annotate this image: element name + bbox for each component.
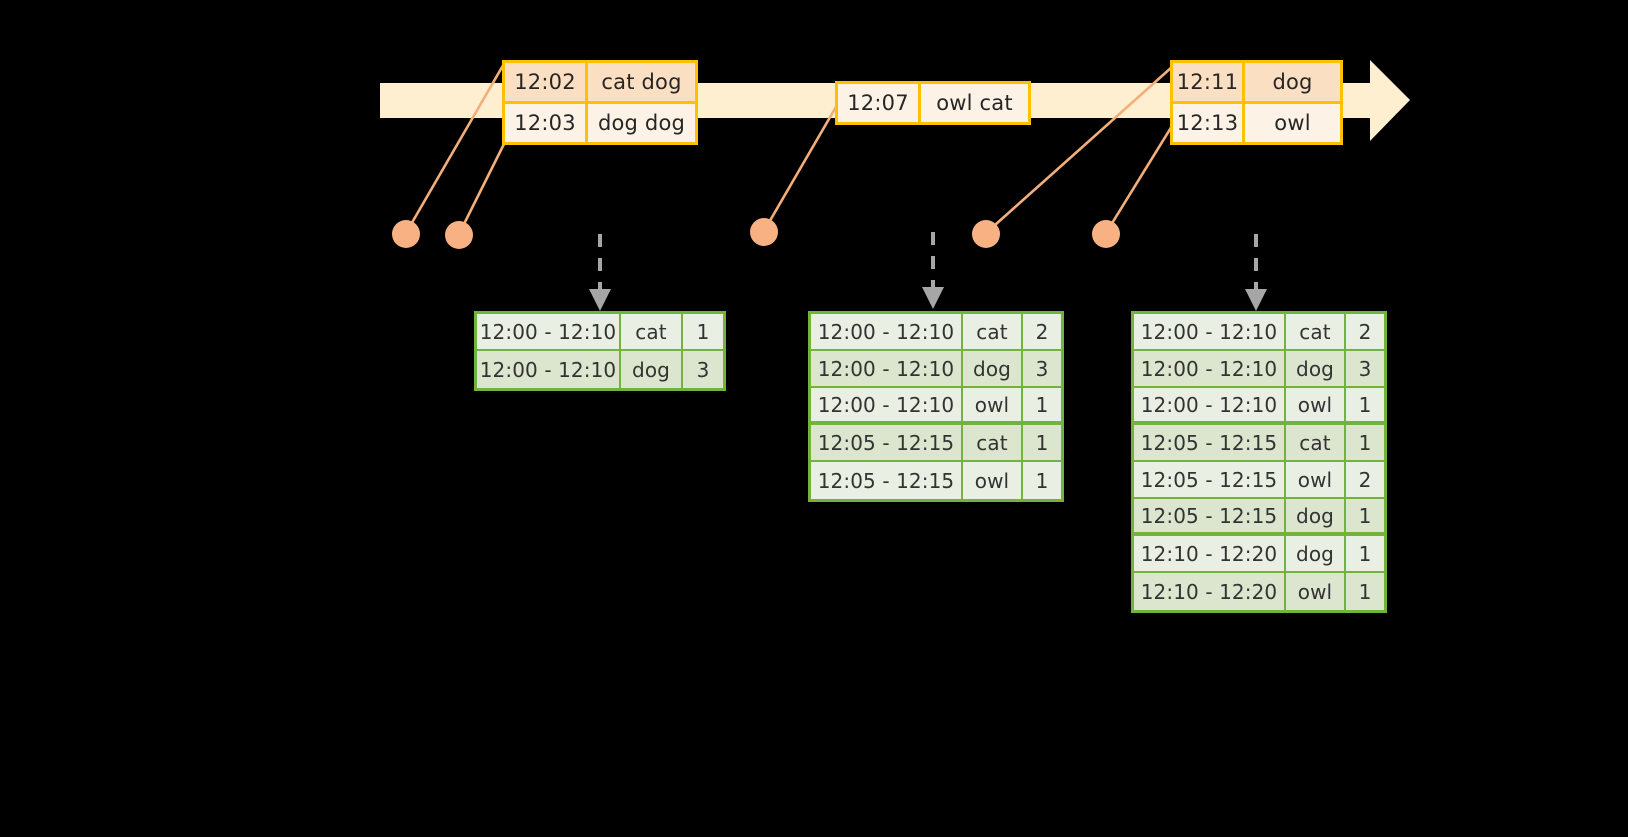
- cell-window: 12:00 - 12:10: [477, 314, 621, 351]
- cell-key: cat: [963, 425, 1023, 462]
- event-dot-1: [392, 220, 420, 248]
- table-row[interactable]: 12:05 - 12:15 dog 1: [1134, 499, 1384, 536]
- event-group-1[interactable]: 12:02 cat dog 12:03 dog dog: [502, 60, 698, 145]
- cell-count: 1: [1346, 499, 1384, 536]
- cell-key: owl: [1286, 462, 1346, 499]
- event-dot-5: [1092, 220, 1120, 248]
- cell-key: cat: [1286, 425, 1346, 462]
- cell-window: 12:00 - 12:10: [477, 351, 621, 388]
- table-row[interactable]: 12:05 - 12:15 cat 1: [811, 425, 1061, 462]
- cell-count: 2: [1346, 462, 1384, 499]
- cell-count: 1: [1023, 388, 1061, 425]
- cell-count: 2: [1346, 314, 1384, 351]
- cell-window: 12:05 - 12:15: [811, 462, 963, 499]
- event-row[interactable]: 12:13 owl: [1173, 101, 1340, 142]
- cell-count: 3: [1346, 351, 1384, 388]
- result-table-2[interactable]: 12:00 - 12:10 cat 2 12:00 - 12:10 dog 3 …: [808, 311, 1064, 502]
- event-payload: dog dog: [588, 104, 695, 142]
- table-row[interactable]: 12:00 - 12:10 owl 1: [811, 388, 1061, 425]
- event-group-3[interactable]: 12:11 dog 12:13 owl: [1170, 60, 1343, 145]
- event-time: 12:02: [505, 63, 588, 101]
- event-row[interactable]: 12:02 cat dog: [505, 63, 695, 101]
- cell-window: 12:05 - 12:15: [1134, 499, 1286, 536]
- event-payload: dog: [1245, 63, 1340, 101]
- event-dot-2: [445, 221, 473, 249]
- table-row[interactable]: 12:05 - 12:15 owl 2: [1134, 462, 1384, 499]
- event-group-2[interactable]: 12:07 owl cat: [835, 81, 1031, 125]
- cell-key: cat: [963, 314, 1023, 351]
- event-payload: owl: [1245, 104, 1340, 142]
- connector-line-3: [762, 98, 842, 233]
- event-time: 12:07: [838, 84, 921, 122]
- result-table-1[interactable]: 12:00 - 12:10 cat 1 12:00 - 12:10 dog 3: [474, 311, 726, 391]
- cell-key: owl: [1286, 573, 1346, 610]
- cell-count: 1: [1346, 388, 1384, 425]
- event-time: 12:11: [1173, 63, 1245, 101]
- cell-key: dog: [1286, 499, 1346, 536]
- emit-arrow-1: [589, 234, 611, 311]
- cell-count: 3: [1023, 351, 1061, 388]
- event-dots: [392, 218, 1120, 249]
- event-time: 12:13: [1173, 104, 1245, 142]
- cell-window: 12:10 - 12:20: [1134, 536, 1286, 573]
- connector-line-1: [404, 60, 507, 235]
- cell-key: dog: [621, 351, 683, 388]
- table-row[interactable]: 12:00 - 12:10 dog 3: [477, 351, 723, 388]
- table-row[interactable]: 12:05 - 12:15 owl 1: [811, 462, 1061, 499]
- cell-key: dog: [1286, 351, 1346, 388]
- connector-line-5: [1104, 124, 1174, 235]
- event-dot-3: [750, 218, 778, 246]
- cell-count: 1: [1023, 425, 1061, 462]
- event-row[interactable]: 12:03 dog dog: [505, 101, 695, 142]
- emit-arrow-2: [922, 232, 944, 309]
- event-time: 12:03: [505, 104, 588, 142]
- cell-window: 12:05 - 12:15: [1134, 425, 1286, 462]
- table-row[interactable]: 12:00 - 12:10 dog 3: [1134, 351, 1384, 388]
- table-row[interactable]: 12:00 - 12:10 cat 1: [477, 314, 723, 351]
- cell-key: dog: [1286, 536, 1346, 573]
- cell-window: 12:10 - 12:20: [1134, 573, 1286, 610]
- cell-count: 1: [1346, 536, 1384, 573]
- cell-key: owl: [963, 462, 1023, 499]
- cell-key: cat: [1286, 314, 1346, 351]
- cell-window: 12:05 - 12:15: [811, 425, 963, 462]
- event-payload: cat dog: [588, 63, 695, 101]
- cell-window: 12:00 - 12:10: [1134, 314, 1286, 351]
- cell-count: 1: [1346, 425, 1384, 462]
- cell-key: cat: [621, 314, 683, 351]
- emit-arrows: [589, 232, 1267, 311]
- connector-line-2: [457, 136, 509, 236]
- cell-window: 12:00 - 12:10: [811, 314, 963, 351]
- table-row[interactable]: 12:10 - 12:20 owl 1: [1134, 573, 1384, 610]
- table-row[interactable]: 12:00 - 12:10 cat 2: [811, 314, 1061, 351]
- table-row[interactable]: 12:00 - 12:10 owl 1: [1134, 388, 1384, 425]
- table-row[interactable]: 12:05 - 12:15 cat 1: [1134, 425, 1384, 462]
- cell-window: 12:05 - 12:15: [1134, 462, 1286, 499]
- cell-window: 12:00 - 12:10: [811, 388, 963, 425]
- table-row[interactable]: 12:00 - 12:10 cat 2: [1134, 314, 1384, 351]
- event-dot-4: [972, 220, 1000, 248]
- cell-count: 2: [1023, 314, 1061, 351]
- cell-count: 1: [1023, 462, 1061, 499]
- cell-count: 1: [1346, 573, 1384, 610]
- cell-key: dog: [963, 351, 1023, 388]
- cell-window: 12:00 - 12:10: [1134, 351, 1286, 388]
- cell-key: owl: [1286, 388, 1346, 425]
- result-table-3[interactable]: 12:00 - 12:10 cat 2 12:00 - 12:10 dog 3 …: [1131, 311, 1387, 613]
- cell-key: owl: [963, 388, 1023, 425]
- cell-count: 1: [683, 314, 723, 351]
- table-row[interactable]: 12:10 - 12:20 dog 1: [1134, 536, 1384, 573]
- cell-count: 3: [683, 351, 723, 388]
- table-row[interactable]: 12:00 - 12:10 dog 3: [811, 351, 1061, 388]
- cell-window: 12:00 - 12:10: [1134, 388, 1286, 425]
- emit-arrow-3: [1245, 234, 1267, 311]
- cell-window: 12:00 - 12:10: [811, 351, 963, 388]
- event-payload: owl cat: [921, 84, 1028, 122]
- event-row[interactable]: 12:07 owl cat: [838, 84, 1028, 122]
- event-row[interactable]: 12:11 dog: [1173, 63, 1340, 101]
